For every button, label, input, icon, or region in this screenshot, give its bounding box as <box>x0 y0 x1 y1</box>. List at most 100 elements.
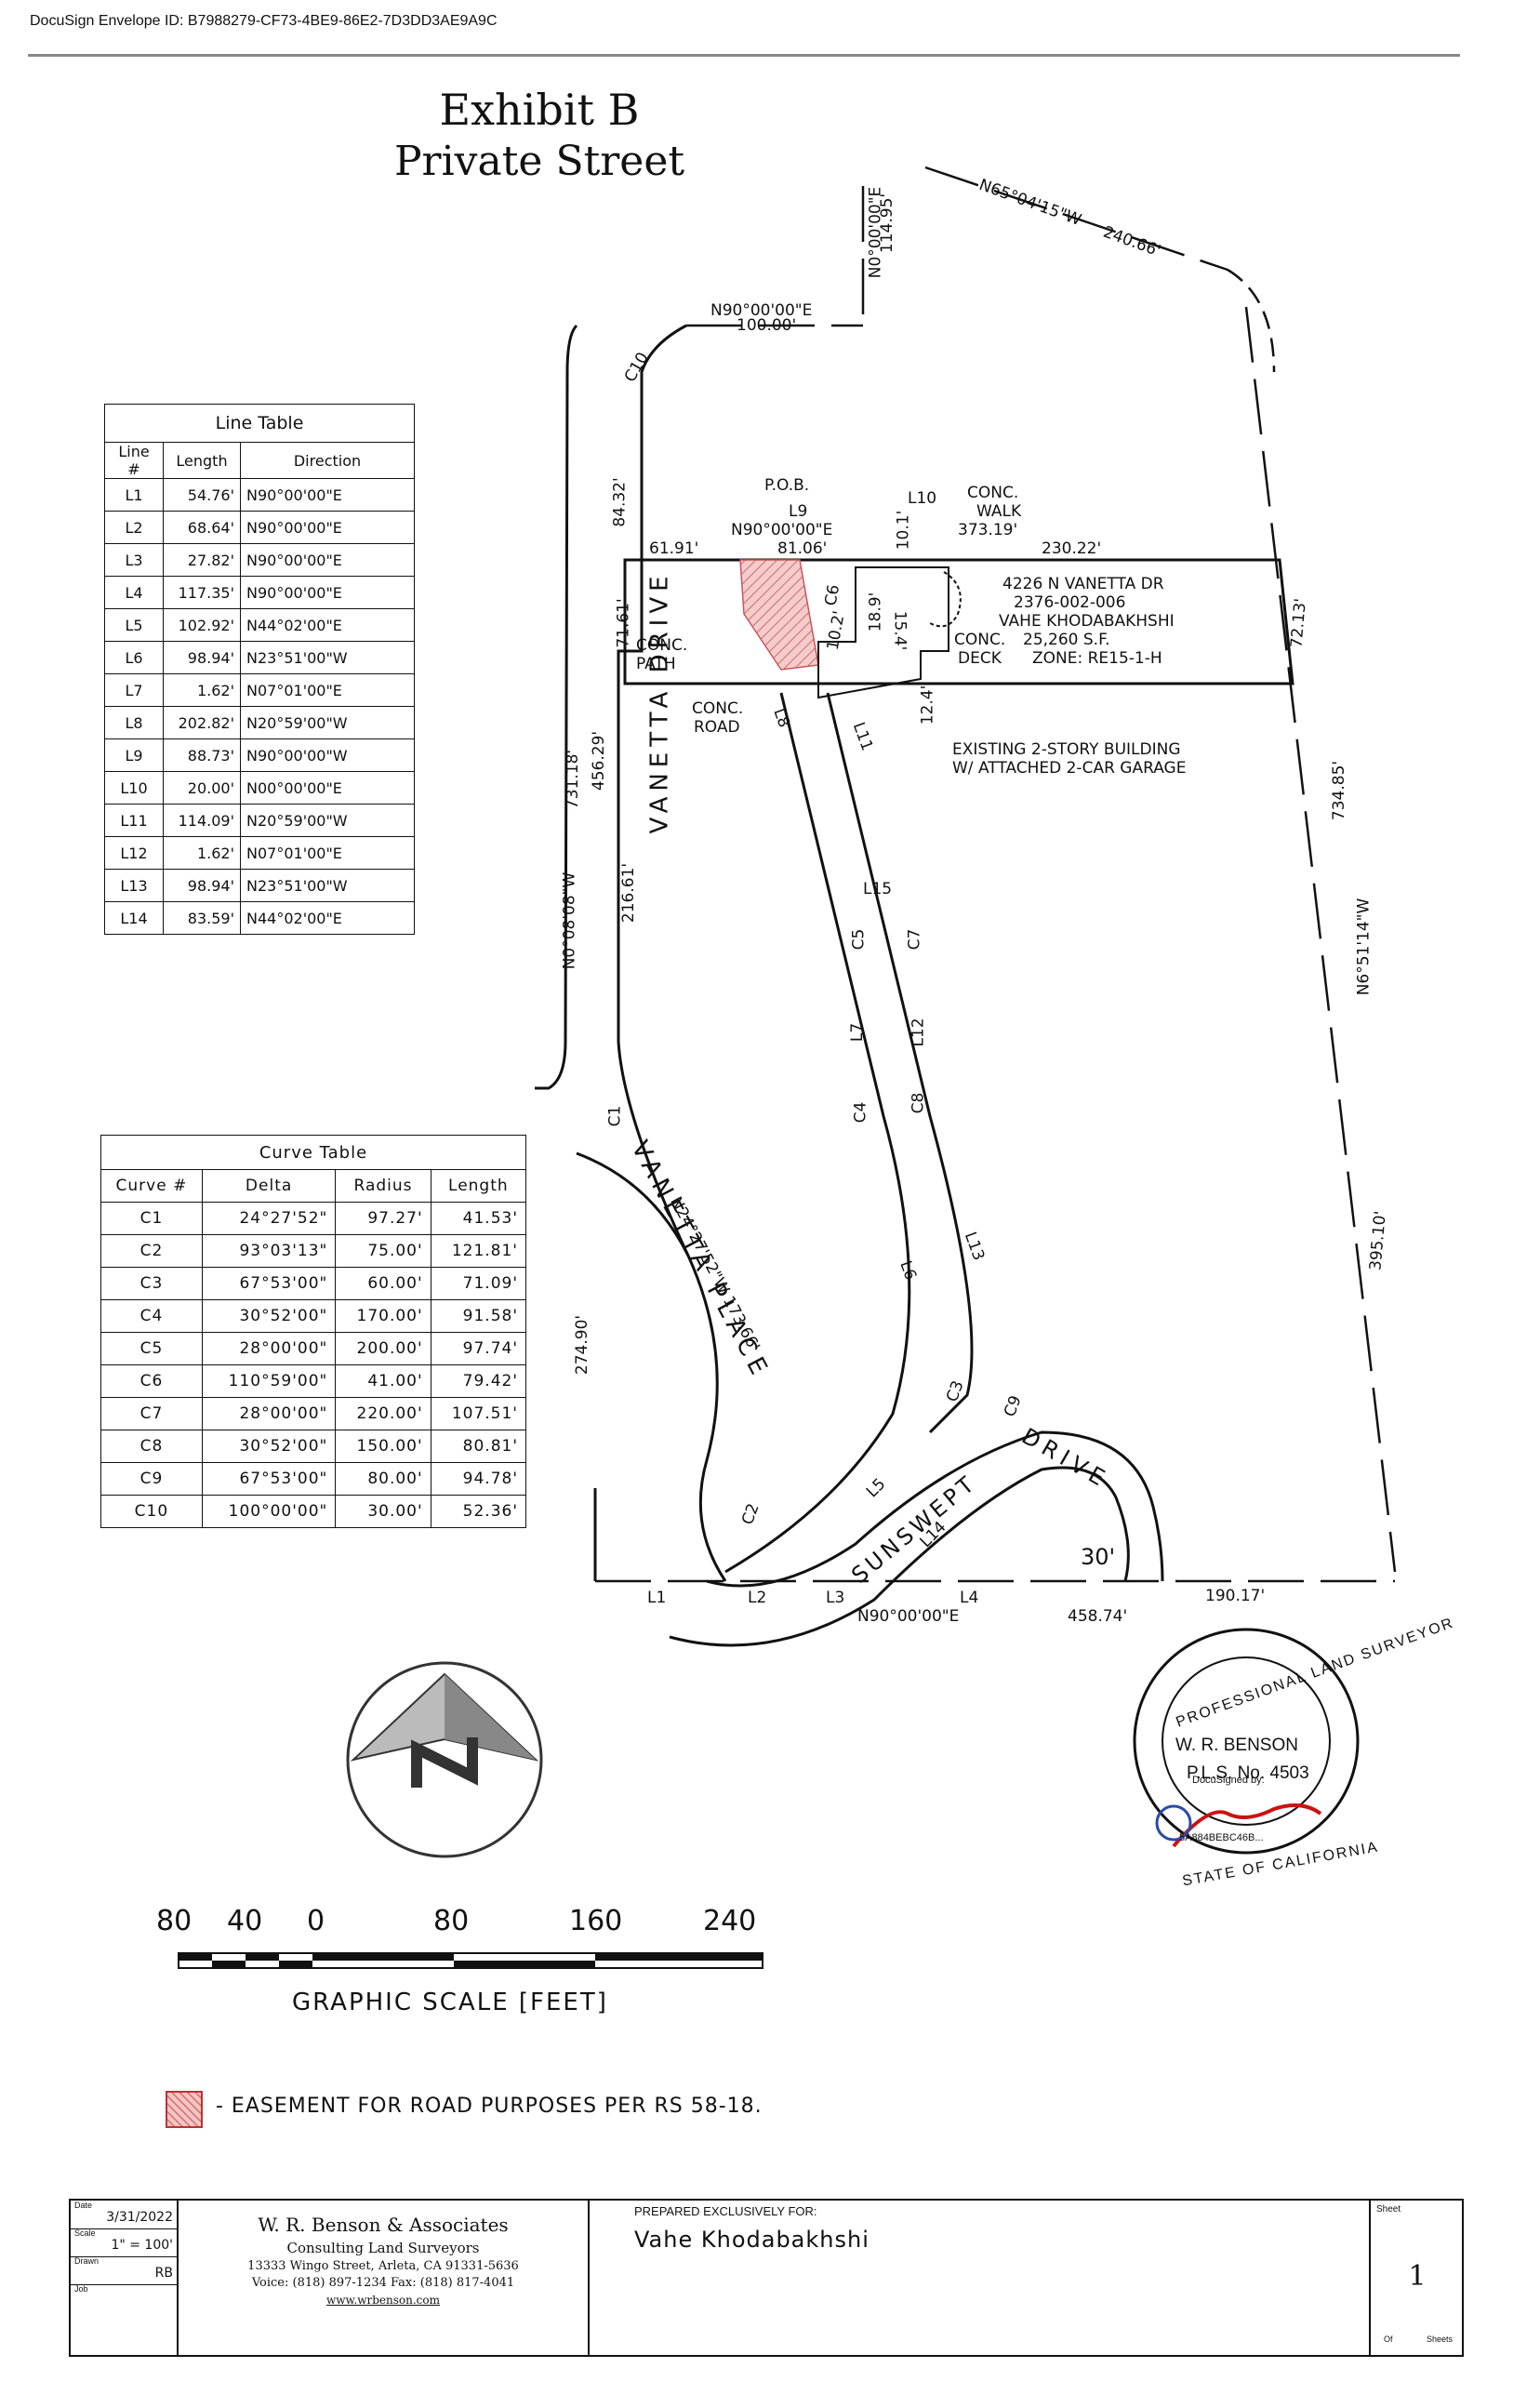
prepared-label: PREPARED EXCLUSIVELY FOR: <box>634 2204 817 2218</box>
sheet-label: Sheet <box>1376 2204 1401 2215</box>
firm-website-link[interactable]: www.wrbenson.com <box>326 2294 440 2307</box>
line-table-cell: L1 <box>104 478 164 512</box>
envelope-id: DocuSign Envelope ID: B7988279-CF73-4BE9… <box>30 13 498 29</box>
exhibit-title-line2: Private Street <box>393 138 685 185</box>
line-table-cell: 117.35' <box>163 576 241 609</box>
line-table-cell: N20°59'00"W <box>240 706 415 739</box>
curve-table-cell: 80.00' <box>335 1462 431 1496</box>
curve-table-cell: 71.09' <box>430 1267 527 1300</box>
curve-table-cell: 79.42' <box>430 1364 527 1398</box>
easement-area <box>739 559 819 671</box>
scale-num-240: 240 <box>703 1905 757 1937</box>
curve-table-cell: 28°00'00" <box>201 1332 337 1365</box>
line-table-cell: 83.59' <box>163 901 241 935</box>
curve-table-cell: 60.00' <box>335 1267 431 1300</box>
curve-table-header: Curve # <box>100 1169 203 1203</box>
curve-table-cell: 67°53'00" <box>201 1462 337 1496</box>
firm-address: 13333 Wingo Street, Arleta, CA 91331-563… <box>247 2259 519 2273</box>
scale-label: Scale <box>74 2228 96 2238</box>
easement-legend-text: - EASEMENT FOR ROAD PURPOSES PER RS 58-1… <box>216 2095 763 2118</box>
seal-docusigned: DocuSigned by: <box>1192 1775 1265 1786</box>
scale-num-80-left: 80 <box>156 1905 192 1937</box>
prepared-name: Vahe Khodabakhshi <box>634 2227 870 2253</box>
curve-table-cell: C5 <box>100 1332 203 1365</box>
line-table-cell: L6 <box>104 641 164 674</box>
curve-table-cell: 91.58' <box>430 1299 527 1333</box>
line-table-cell: L4 <box>104 576 164 609</box>
curve-table-cell: 80.81' <box>430 1430 527 1463</box>
line-table-cell: 98.94' <box>163 869 241 902</box>
curve-table-cell: C7 <box>100 1397 203 1430</box>
curve-table-cell: 52.36' <box>430 1495 527 1528</box>
curve-table-cell: 97.27' <box>335 1202 431 1235</box>
easement-legend-swatch <box>166 2091 203 2128</box>
seal-name: W. R. BENSON <box>1175 1736 1298 1755</box>
date-value: 3/31/2022 <box>106 2210 173 2225</box>
seal-license: P.L.S. No. 4503 <box>1187 1763 1309 1783</box>
curve-table-cell: 170.00' <box>335 1299 431 1333</box>
date-label: Date <box>74 2201 93 2210</box>
exhibit-title-line1: Exhibit B <box>439 85 640 135</box>
line-table-cell: N90°00'00"E <box>240 478 415 512</box>
curve-table-cell: C1 <box>100 1202 203 1235</box>
north-arrow <box>346 1661 543 1858</box>
line-table-cell: N90°00'00"W <box>240 738 415 772</box>
of-label: Of <box>1384 2334 1393 2344</box>
sheet-number: 1 <box>1408 2260 1427 2293</box>
curve-table-cell: 220.00' <box>335 1397 431 1430</box>
firm-info: W. R. Benson & Associates Consulting Lan… <box>179 2201 590 2355</box>
line-table-cell: N07°01'00"E <box>240 673 415 707</box>
curve-table-cell: C9 <box>100 1462 203 1496</box>
curve-table-cell: C2 <box>100 1234 203 1268</box>
line-table-cell: N44°02'00"E <box>240 608 415 642</box>
line-table-cell: L12 <box>104 836 164 870</box>
line-table-cell: N20°59'00"W <box>240 804 415 837</box>
curve-table-cell: 200.00' <box>335 1332 431 1365</box>
curve-table-cell: C8 <box>100 1430 203 1463</box>
curve-table-cell: 100°00'00" <box>201 1495 337 1528</box>
line-table-cell: L13 <box>104 869 164 902</box>
line-table-cell: 98.94' <box>163 641 241 674</box>
graphic-scale-bar <box>178 1952 763 1969</box>
curve-table-cell: 67°53'00" <box>201 1267 337 1300</box>
surveyor-seal <box>1133 1628 1360 1855</box>
line-table-cell: L11 <box>104 804 164 837</box>
seal-sig-id: 5A884BEBC46B... <box>1179 1832 1264 1843</box>
boundary-n65 <box>924 166 1228 272</box>
line-table-cell: N90°00'00"E <box>240 543 415 577</box>
line-table-header: Line # <box>104 442 164 479</box>
line-table-cell: 102.92' <box>163 608 241 642</box>
line-table-cell: 202.82' <box>163 706 241 739</box>
curve-table-cell: 41.53' <box>430 1202 527 1235</box>
curve-table-cell: 97.74' <box>430 1332 527 1365</box>
job-label: Job <box>74 2284 88 2294</box>
scale-num-160: 160 <box>569 1905 623 1937</box>
line-table-cell: L8 <box>104 706 164 739</box>
scale-num-40: 40 <box>227 1905 263 1937</box>
curve-table-cell: 41.00' <box>335 1364 431 1398</box>
boundary-east <box>1244 306 1397 1573</box>
curve-table-cell: 24°27'52" <box>201 1202 337 1235</box>
line-table-cell: 68.64' <box>163 511 241 544</box>
curve-table-header: Length <box>430 1169 527 1203</box>
curve-table-cell: 110°59'00" <box>201 1364 337 1398</box>
line-table-header: Direction <box>240 442 415 479</box>
curve-table-header: Delta <box>201 1169 337 1203</box>
line-table-cell: L2 <box>104 511 164 544</box>
scale-num-80: 80 <box>433 1905 470 1937</box>
